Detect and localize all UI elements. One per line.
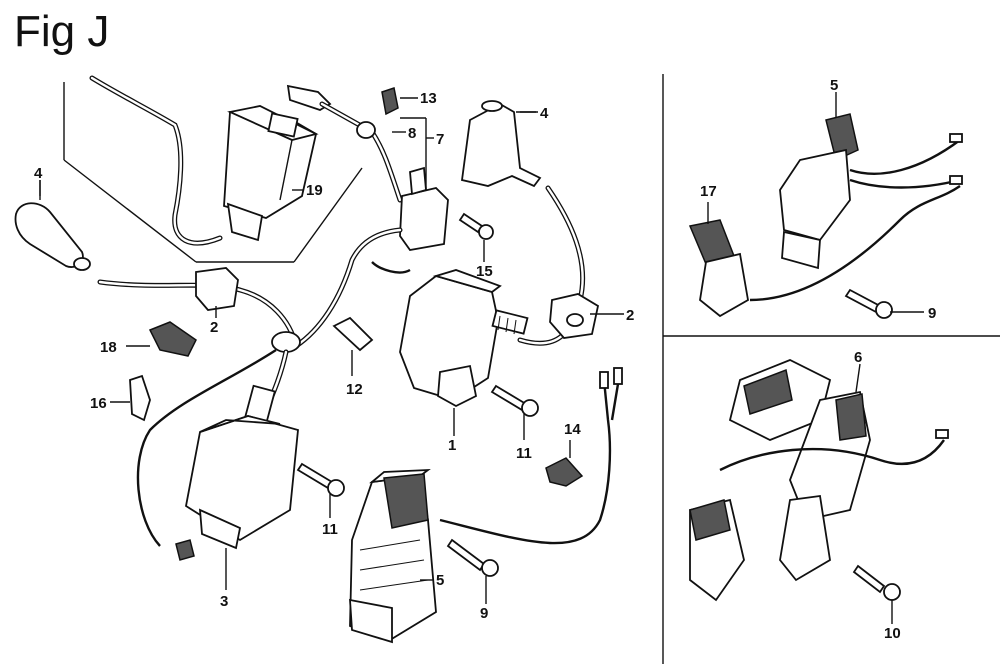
callout-12: 12 bbox=[346, 381, 363, 398]
leader-lines bbox=[39, 92, 924, 624]
clamp-and-wire-top bbox=[286, 84, 449, 251]
exciter-coil-lower bbox=[349, 468, 437, 644]
callout-3: 3 bbox=[220, 593, 228, 610]
callout-14: 14 bbox=[564, 421, 581, 438]
callout-5-center: 5 bbox=[436, 572, 444, 589]
callout-16: 16 bbox=[90, 395, 107, 412]
exciter-coil-top-right bbox=[688, 113, 963, 318]
wire-harness-middle bbox=[97, 227, 411, 547]
callout-7: 7 bbox=[436, 131, 444, 148]
callout-18: 18 bbox=[100, 339, 117, 356]
callout-9-center: 9 bbox=[480, 605, 488, 622]
callout-13: 13 bbox=[420, 90, 437, 107]
callout-4-right: 4 bbox=[540, 105, 549, 122]
coil-group-bracket bbox=[63, 82, 363, 263]
callout-4-left: 4 bbox=[34, 165, 43, 182]
panel-dividers bbox=[662, 74, 1000, 664]
callout-19: 19 bbox=[306, 182, 323, 199]
ignition-coil-lower bbox=[175, 349, 299, 561]
exciter-coil-bottom-right bbox=[689, 359, 949, 602]
ignition-coil-center bbox=[399, 269, 529, 408]
small-clips bbox=[129, 316, 374, 422]
callout-1: 1 bbox=[448, 437, 456, 454]
ignition-coil-upper bbox=[89, 75, 319, 246]
grommet-right bbox=[549, 293, 600, 339]
spark-plug-cap-left bbox=[14, 180, 91, 271]
callout-2-middle: 2 bbox=[210, 319, 218, 336]
bolts bbox=[296, 212, 901, 601]
callout-6: 6 bbox=[854, 349, 862, 366]
callout-5-top-right: 5 bbox=[830, 77, 838, 94]
connector-clip bbox=[439, 367, 623, 545]
callout-15: 15 bbox=[476, 263, 493, 280]
callout-11-lower: 11 bbox=[322, 521, 338, 538]
figure-title: Fig J bbox=[14, 7, 110, 56]
callout-10: 10 bbox=[884, 625, 901, 642]
callout-2-right: 2 bbox=[626, 307, 634, 324]
callout-labels: 1 2 2 2 3 4 4 5 5 6 7 8 9 9 10 11 11 12 … bbox=[34, 77, 936, 642]
callout-17: 17 bbox=[700, 183, 717, 200]
callout-8: 8 bbox=[408, 125, 416, 142]
callout-11-center: 11 bbox=[516, 445, 532, 462]
callout-9-right: 9 bbox=[928, 305, 936, 322]
